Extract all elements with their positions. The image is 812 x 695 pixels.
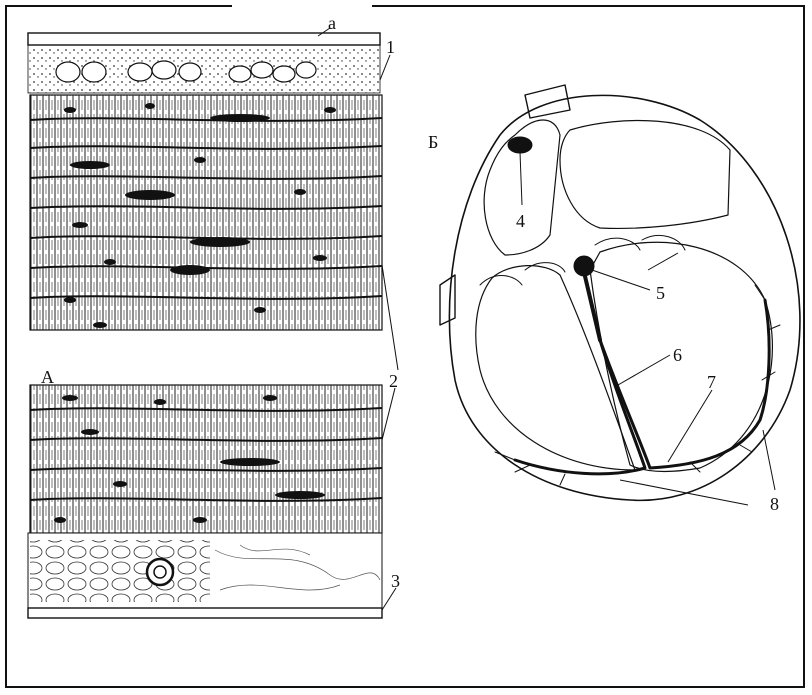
panel-a-lower — [28, 385, 382, 618]
callout-1: 1 — [386, 38, 395, 56]
adipose-tissue — [30, 540, 210, 602]
callout-7: 7 — [707, 373, 716, 391]
aorta-stub — [525, 85, 570, 118]
subendocardial-layer — [28, 45, 380, 93]
panel-a-upper — [28, 33, 382, 330]
callout-3: 3 — [391, 572, 400, 590]
panel-b-label: Б — [428, 133, 438, 151]
blood-vessel — [147, 559, 173, 585]
vena-cava-stub — [440, 275, 455, 325]
panel-a-label: А — [41, 368, 54, 386]
mesothelium-layer — [28, 608, 382, 618]
myocardium-lower — [30, 385, 382, 533]
label-a-small: а — [328, 14, 336, 32]
myocardium-upper — [30, 95, 382, 330]
callout-5: 5 — [656, 284, 665, 302]
purkinje-fibers — [495, 285, 780, 485]
left-atrium — [560, 120, 730, 228]
callout-4: 4 — [516, 212, 525, 230]
callout-6: 6 — [673, 346, 682, 364]
sinoatrial-node — [508, 137, 532, 153]
endothelium-layer — [28, 33, 380, 45]
panel-b-heart — [440, 85, 800, 500]
callout-2: 2 — [389, 372, 398, 390]
callout-8: 8 — [770, 495, 779, 513]
